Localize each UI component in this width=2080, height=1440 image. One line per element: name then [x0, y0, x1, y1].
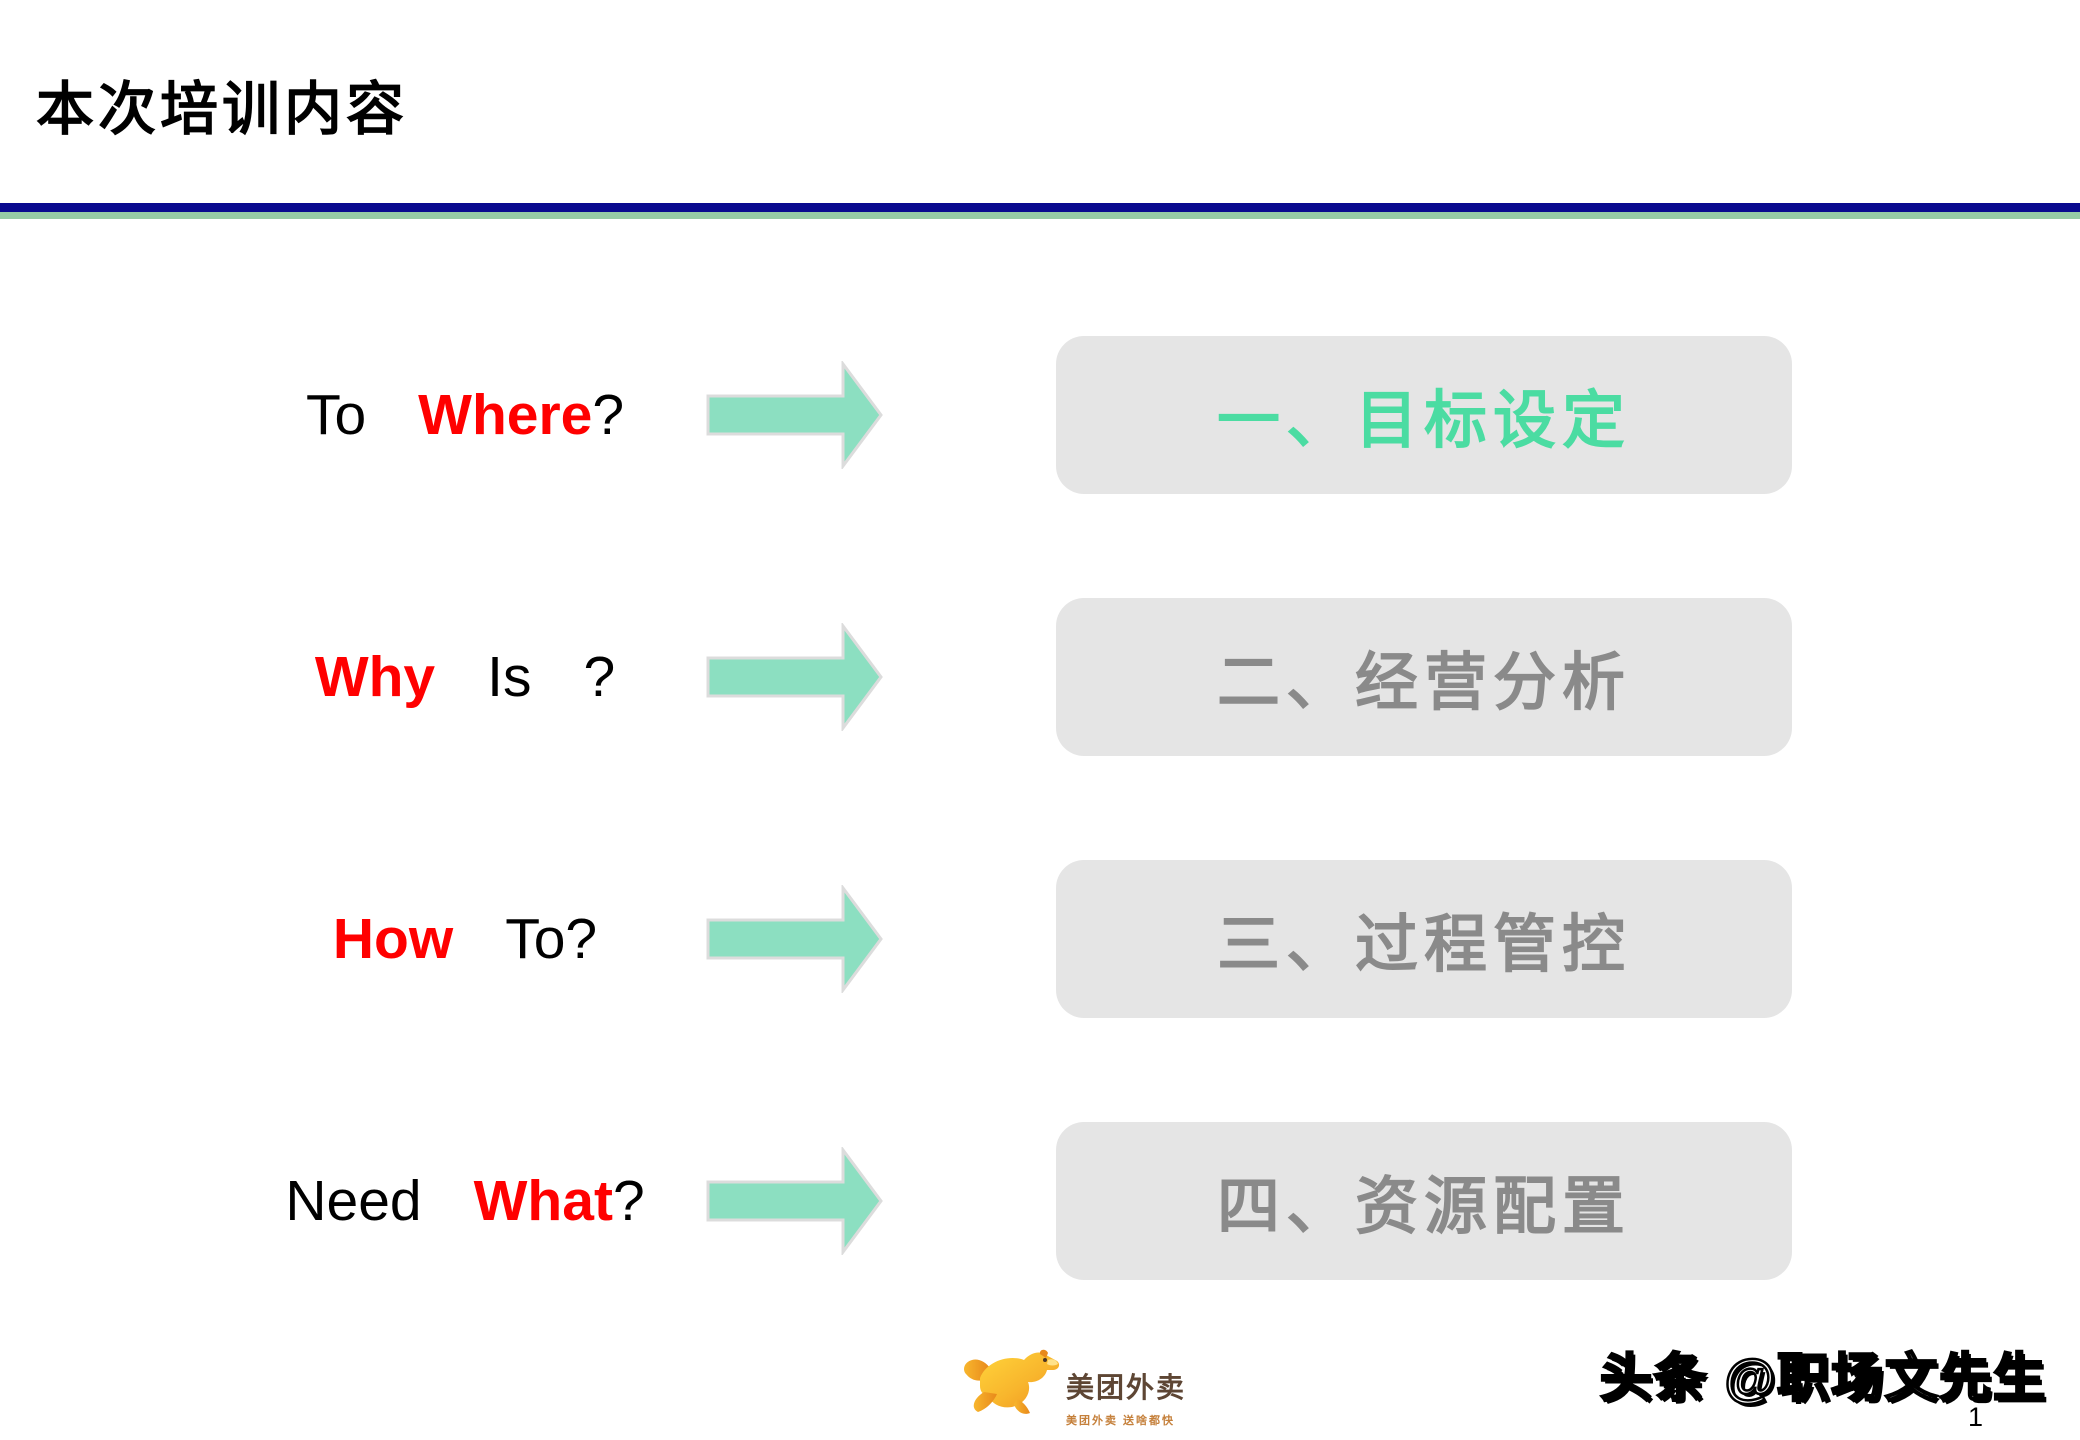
- question-part: ?: [612, 1169, 645, 1233]
- divider-mint: [0, 212, 2080, 219]
- question-part: To: [305, 383, 367, 447]
- page-number: 1: [1968, 1402, 1984, 1432]
- content-row-1: To Where? 一、目标设定: [0, 336, 2080, 494]
- question-text-1: To Where?: [215, 336, 715, 494]
- question-part: ?: [592, 383, 625, 447]
- topic-box-4: 四、资源配置: [1056, 1122, 1792, 1280]
- watermark-text: 头条 @职场文先生: [1599, 1349, 2048, 1410]
- question-keyword: How: [332, 907, 454, 971]
- meituan-logo: 美团外卖 美团外卖 送啥都快: [960, 1348, 1186, 1428]
- topic-box-label: 三、过程管控: [1217, 909, 1631, 980]
- arrow-right-icon: [706, 361, 883, 469]
- question-part: Need: [285, 1169, 422, 1233]
- question-part: ?: [583, 645, 616, 709]
- question-keyword: What: [473, 1169, 613, 1233]
- topic-box-label: 一、目标设定: [1217, 385, 1631, 456]
- question-part: Is: [487, 645, 532, 709]
- topic-box-2: 二、经营分析: [1056, 598, 1792, 756]
- topic-box-label: 二、经营分析: [1217, 647, 1631, 718]
- question-text-3: How To?: [215, 860, 715, 1018]
- meituan-tagline: 美团外卖 送啥都快: [1066, 1415, 1176, 1427]
- meituan-kangaroo-icon: [964, 1349, 1060, 1414]
- question-keyword: Where: [418, 383, 593, 447]
- meituan-brand-name: 美团外卖: [1066, 1372, 1187, 1403]
- question-part: To?: [505, 907, 598, 971]
- topic-box-3: 三、过程管控: [1056, 860, 1792, 1018]
- question-text-2: Why Is?: [215, 598, 715, 756]
- slide-title: 本次培训内容: [36, 77, 409, 142]
- question-text-4: Need What?: [215, 1122, 715, 1280]
- divider-navy: [0, 203, 2080, 212]
- arrow-right-icon: [706, 885, 883, 993]
- content-row-2: Why Is? 二、经营分析: [0, 598, 2080, 756]
- topic-box-label: 四、资源配置: [1217, 1171, 1631, 1242]
- question-keyword: Why: [314, 645, 436, 709]
- content-row-4: Need What? 四、资源配置: [0, 1122, 2080, 1280]
- arrow-right-icon: [706, 623, 883, 731]
- arrow-right-icon: [706, 1147, 883, 1255]
- content-row-3: How To? 三、过程管控: [0, 860, 2080, 1018]
- meituan-logo-text: 美团外卖 美团外卖 送啥都快: [1066, 1366, 1186, 1428]
- topic-box-1: 一、目标设定: [1056, 336, 1792, 494]
